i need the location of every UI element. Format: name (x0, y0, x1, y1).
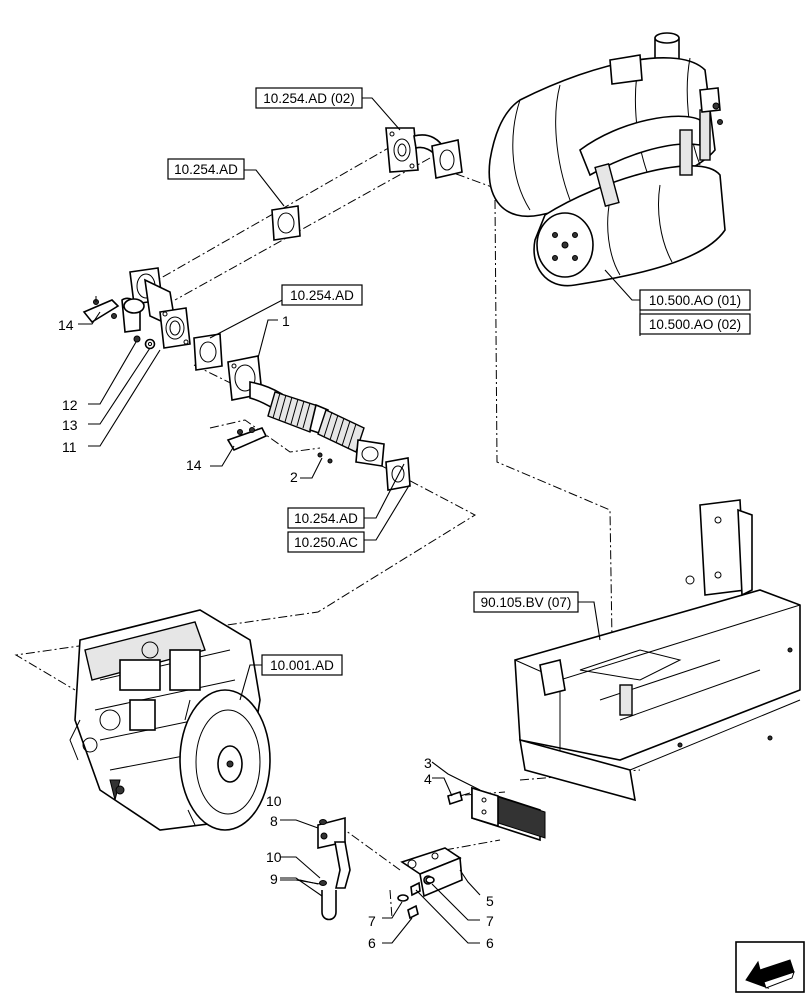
callout-4: 4 (424, 771, 432, 787)
engine-assembly (69, 609, 271, 831)
callout-10: 10 (266, 793, 282, 809)
svg-text:90.105.BV (07): 90.105.BV (07) (481, 595, 572, 610)
callout-6: 6 (486, 935, 494, 951)
callout-6: 6 (368, 935, 376, 951)
nut-washer-12-13 (133, 335, 156, 350)
ref-10-250-ac[interactable]: 10.250.AC (287, 531, 365, 553)
callout-7: 7 (368, 913, 376, 929)
svg-text:10.500.AO (01): 10.500.AO (01) (649, 293, 741, 308)
callout-14: 14 (58, 317, 74, 333)
ref-10-001-ad[interactable]: 10.001.AD (261, 654, 343, 676)
elbow-flange-top (385, 127, 463, 179)
ref-90-105-bv-07[interactable]: 90.105.BV (07) (473, 591, 579, 613)
callout-3: 3 (424, 755, 432, 771)
svg-text:10.254.AD: 10.254.AD (174, 162, 238, 177)
svg-text:10.254.AD: 10.254.AD (290, 288, 354, 303)
callout-10: 10 (266, 849, 282, 865)
ref-10-254-ad-02[interactable]: 10.254.AD (02) (255, 87, 363, 109)
callout-leaders (78, 311, 481, 944)
bolts-part-2 (317, 452, 333, 464)
callout-14: 14 (186, 457, 202, 473)
ref-10-254-ad-lower[interactable]: 10.254.AD (287, 507, 365, 529)
flex-pipe-part-1 (227, 355, 385, 467)
gasket-lower (385, 457, 411, 491)
callout-11: 11 (62, 439, 77, 455)
callout-5: 5 (486, 893, 494, 909)
bracket-part-8 (317, 816, 351, 889)
clamp-14-upper (82, 296, 120, 324)
callout-2: 2 (290, 469, 298, 485)
next-page-arrow-icon[interactable] (735, 941, 805, 993)
dpf-muffler-assembly (488, 32, 726, 287)
chassis-frame (514, 499, 801, 802)
callout-1: 1 (282, 313, 290, 329)
ref-10-254-ad-upper[interactable]: 10.254.AD (167, 158, 245, 180)
exhaust-pipe-upper (121, 267, 191, 349)
gasket-middle (193, 333, 223, 371)
svg-text:10.001.AD: 10.001.AD (270, 658, 334, 673)
washer-part-10 (319, 819, 327, 886)
ref-10-500-ao-02[interactable]: 10.500.AO (02) (639, 313, 751, 335)
callout-13: 13 (62, 417, 78, 433)
callout-8: 8 (270, 813, 278, 829)
callout-12: 12 (62, 397, 78, 413)
svg-text:10.254.AD (02): 10.254.AD (02) (263, 91, 355, 106)
ref-10-254-ad-middle[interactable]: 10.254.AD (281, 284, 363, 306)
callout-9: 9 (270, 871, 278, 887)
u-bolt-part-9 (321, 890, 337, 921)
svg-text:10.500.AO (02): 10.500.AO (02) (649, 317, 741, 332)
part-callouts: 14 12 13 11 1 14 2 3 4 10 8 10 9 5 7 7 6… (58, 313, 494, 951)
ref-10-500-ao-01[interactable]: 10.500.AO (01) (639, 289, 751, 311)
gasket-upper (271, 205, 301, 241)
mount-plate-part-3 (471, 786, 546, 842)
bolts-washers-6-7 (397, 876, 435, 920)
callout-7: 7 (486, 913, 494, 929)
bracket-part-5 (400, 847, 463, 898)
svg-text:10.254.AD: 10.254.AD (294, 511, 358, 526)
clamp-14-lower (226, 427, 268, 452)
svg-text:10.250.AC: 10.250.AC (294, 535, 358, 550)
assembly-lines (14, 145, 641, 919)
